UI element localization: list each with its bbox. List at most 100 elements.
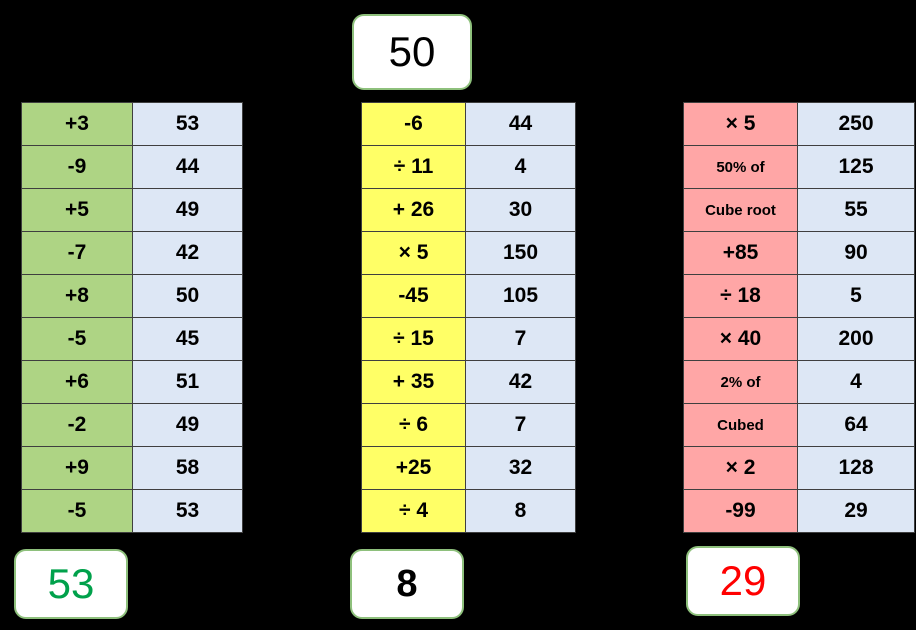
answer-box-right: 29: [686, 546, 800, 616]
result-cell: 7: [465, 317, 576, 361]
result-cell: 7: [465, 403, 576, 447]
operation-cell: +85: [683, 231, 798, 275]
result-cell: 128: [797, 446, 915, 490]
operation-cell: Cube root: [683, 188, 798, 232]
result-cell: 50: [132, 274, 243, 318]
operation-cell: Cubed: [683, 403, 798, 447]
operation-cell: -45: [361, 274, 466, 318]
result-cell: 53: [132, 489, 243, 533]
operation-cell: -99: [683, 489, 798, 533]
operation-cell: -2: [21, 403, 133, 447]
operation-cell: ÷ 4: [361, 489, 466, 533]
result-cell: 44: [465, 102, 576, 146]
result-cell: 32: [465, 446, 576, 490]
operation-cell: ÷ 15: [361, 317, 466, 361]
result-cell: 53: [132, 102, 243, 146]
start-value-box: 50: [352, 14, 472, 90]
result-cell: 4: [797, 360, 915, 404]
answer-box-left: 53: [14, 549, 128, 619]
operation-cell: + 35: [361, 360, 466, 404]
operation-cell: +5: [21, 188, 133, 232]
operation-cell: ÷ 18: [683, 274, 798, 318]
operation-cell: × 2: [683, 446, 798, 490]
operation-cell: 2% of: [683, 360, 798, 404]
result-cell: 58: [132, 446, 243, 490]
result-cell: 29: [797, 489, 915, 533]
operation-cell: -5: [21, 489, 133, 533]
result-cell: 49: [132, 188, 243, 232]
answer-value-right: 29: [719, 557, 767, 604]
operation-cell: × 5: [361, 231, 466, 275]
operation-cell: 50% of: [683, 145, 798, 189]
result-cell: 64: [797, 403, 915, 447]
operation-cell: -5: [21, 317, 133, 361]
operation-cell: + 26: [361, 188, 466, 232]
operation-cell: -7: [21, 231, 133, 275]
operation-cell: +9: [21, 446, 133, 490]
result-cell: 250: [797, 102, 915, 146]
result-cell: 42: [465, 360, 576, 404]
result-cell: 150: [465, 231, 576, 275]
result-cell: 90: [797, 231, 915, 275]
result-cell: 105: [465, 274, 576, 318]
start-value-label: 50: [388, 28, 436, 75]
operation-cell: ÷ 11: [361, 145, 466, 189]
operation-cell: +6: [21, 360, 133, 404]
operation-cell: +3: [21, 102, 133, 146]
result-cell: 200: [797, 317, 915, 361]
result-cell: 49: [132, 403, 243, 447]
result-cell: 45: [132, 317, 243, 361]
operation-cell: +25: [361, 446, 466, 490]
operation-cell: ÷ 6: [361, 403, 466, 447]
result-cell: 44: [132, 145, 243, 189]
operation-cell: × 5: [683, 102, 798, 146]
result-cell: 30: [465, 188, 576, 232]
operation-cell: +8: [21, 274, 133, 318]
result-cell: 125: [797, 145, 915, 189]
operation-cell: × 40: [683, 317, 798, 361]
result-cell: 4: [465, 145, 576, 189]
result-cell: 55: [797, 188, 915, 232]
operation-cell: -9: [21, 145, 133, 189]
result-cell: 51: [132, 360, 243, 404]
answer-value-middle: 8: [396, 563, 418, 605]
answer-box-middle: 8: [350, 549, 464, 619]
result-cell: 8: [465, 489, 576, 533]
result-cell: 5: [797, 274, 915, 318]
result-cell: 42: [132, 231, 243, 275]
